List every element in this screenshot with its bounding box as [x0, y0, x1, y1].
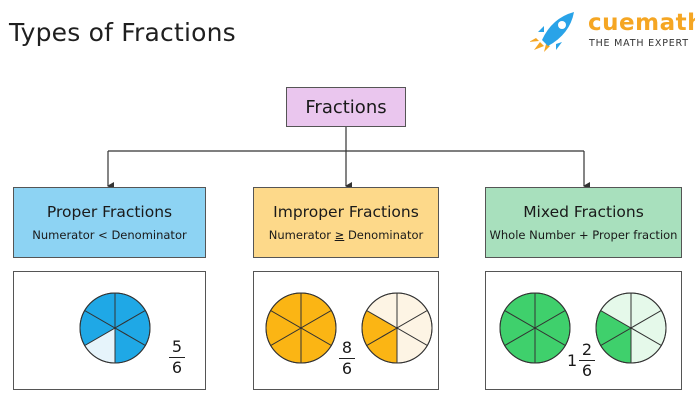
pie-outline	[265, 292, 337, 364]
proper-fraction-label: 5 6	[169, 338, 185, 377]
fractions-root-box: Fractions	[286, 87, 406, 127]
rule-right: Denominator	[344, 228, 424, 242]
mixed-example-panel: 1 2 6	[485, 271, 682, 390]
improper-fractions-title: Improper Fractions	[273, 203, 419, 221]
proper-fractions-rule: Numerator < Denominator	[32, 228, 187, 242]
logo-wordmark: cuemath	[588, 10, 695, 36]
rule-left: Numerator	[268, 228, 335, 242]
mixed-pie-circle-2	[595, 292, 667, 364]
mixed-fractions-title: Mixed Fractions	[523, 203, 644, 221]
proper-pie-circle	[79, 292, 151, 364]
fraction-bar	[169, 357, 185, 359]
improper-fractions-rule: Numerator ≥ Denominator	[269, 228, 423, 242]
greater-equal-symbol: ≥	[334, 228, 345, 242]
pie-outline	[595, 292, 667, 364]
improper-fractions-box: Improper Fractions Numerator ≥ Denominat…	[253, 187, 439, 258]
cuemath-logo: cuemath THE MATH EXPERT	[530, 8, 695, 52]
improper-pies	[265, 292, 433, 364]
fraction-bar	[579, 360, 595, 362]
proper-fractions-title: Proper Fractions	[46, 203, 173, 221]
mixed-numerator: 2	[581, 340, 593, 359]
fraction-bar	[339, 358, 355, 360]
improper-pie-circle-2	[361, 292, 433, 364]
logo-tagline: THE MATH EXPERT	[589, 38, 689, 49]
pie-outline	[361, 292, 433, 364]
improper-denominator: 6	[341, 359, 353, 379]
proper-denominator: 6	[171, 358, 183, 378]
mixed-fraction-label: 2 6	[579, 341, 595, 380]
mixed-fractions-rule: Whole Number + Proper fraction	[489, 228, 678, 242]
root-label: Fractions	[305, 96, 387, 118]
improper-fraction-label: 8 6	[339, 339, 355, 378]
pie-outline	[79, 292, 151, 364]
mixed-denominator: 6	[581, 361, 593, 381]
improper-numerator: 8	[341, 338, 353, 357]
page-title: Types of Fractions	[9, 18, 236, 47]
proper-example-panel: 5 6	[13, 271, 206, 390]
mixed-fractions-box: Mixed Fractions Whole Number + Proper fr…	[485, 187, 682, 258]
improper-pie-circle-1	[265, 292, 337, 364]
proper-fractions-box: Proper Fractions Numerator < Denominator	[13, 187, 206, 258]
mixed-pies	[499, 292, 667, 364]
proper-numerator: 5	[171, 337, 183, 356]
proper-pie	[79, 292, 151, 364]
mixed-pie-circle-1	[499, 292, 571, 364]
pie-outline	[499, 292, 571, 364]
improper-example-panel: 8 6	[253, 271, 439, 390]
rocket-icon	[530, 12, 574, 52]
mixed-whole-number: 1	[567, 351, 578, 370]
